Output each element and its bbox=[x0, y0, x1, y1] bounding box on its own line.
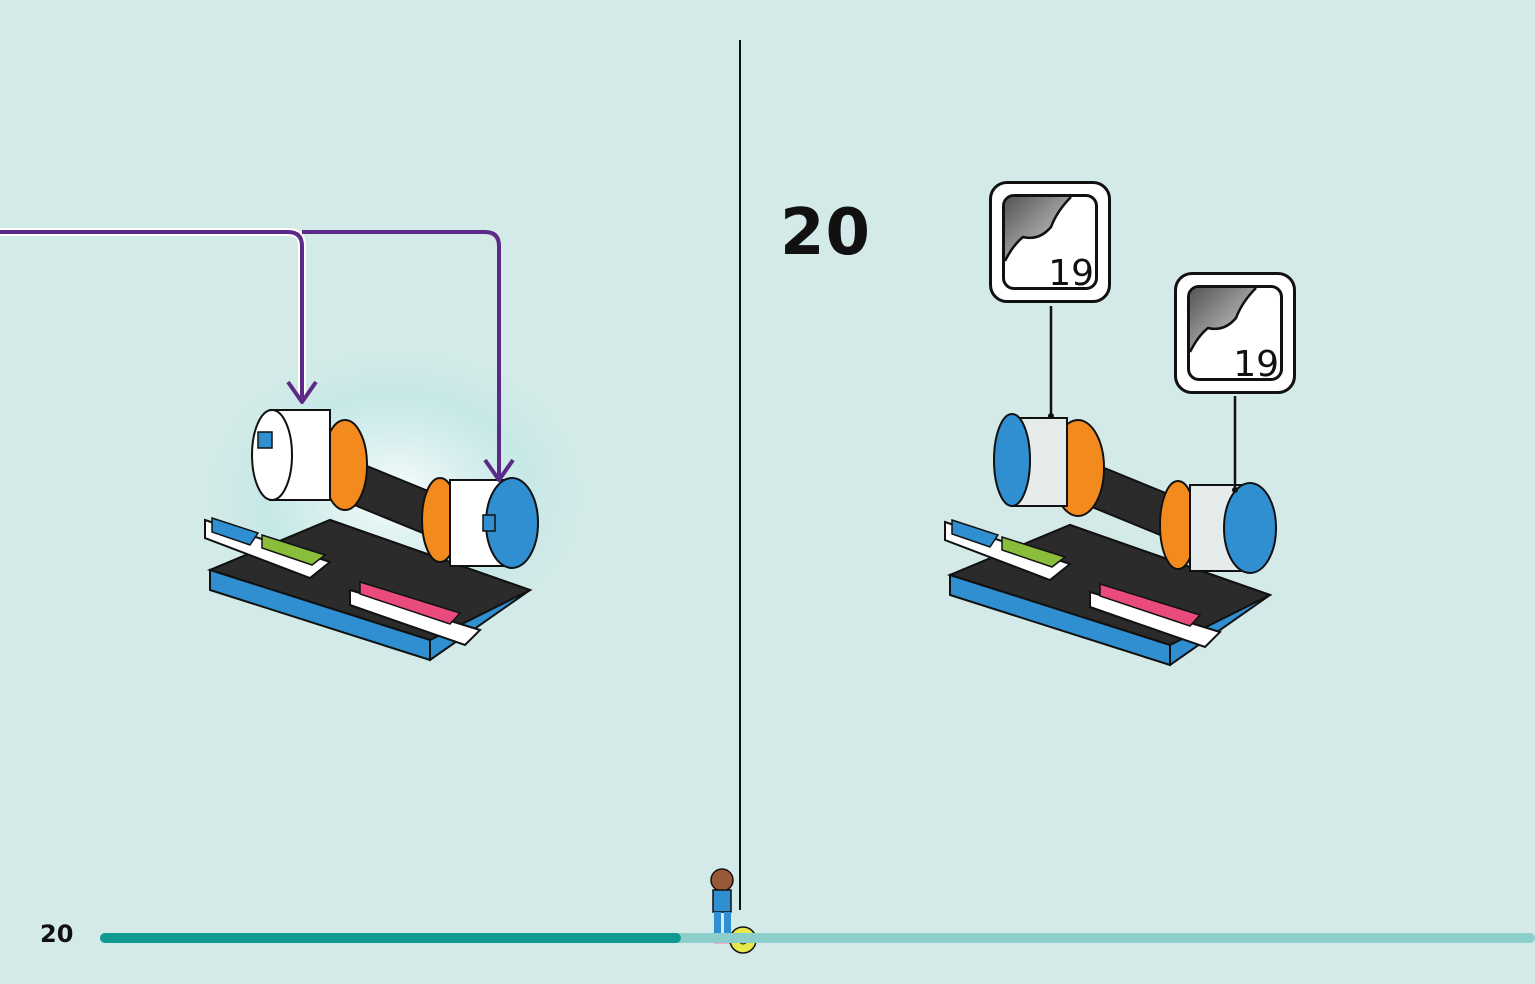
arrow-head-1 bbox=[286, 380, 318, 404]
arrow-head-2 bbox=[483, 458, 515, 482]
sticker-callout-2: 19 bbox=[1174, 272, 1296, 394]
page-number: 20 bbox=[40, 920, 74, 948]
sticker-quantity: 19 bbox=[1233, 344, 1279, 385]
left-assembly bbox=[0, 228, 615, 665]
progress-bar bbox=[100, 933, 1535, 943]
arrow-line-2 bbox=[302, 230, 501, 476]
sticker-callout-1: 19 bbox=[989, 181, 1111, 303]
sticker-quantity: 19 bbox=[1048, 253, 1094, 294]
page-divider bbox=[739, 40, 741, 910]
sticker-sheet-icon bbox=[1002, 194, 1098, 290]
right-assembly bbox=[944, 306, 1277, 667]
arrow-line-1 bbox=[0, 230, 304, 398]
progress-bar-fill bbox=[100, 933, 682, 943]
sticker-sheet-icon bbox=[1187, 285, 1283, 381]
step-number: 20 bbox=[780, 196, 872, 270]
